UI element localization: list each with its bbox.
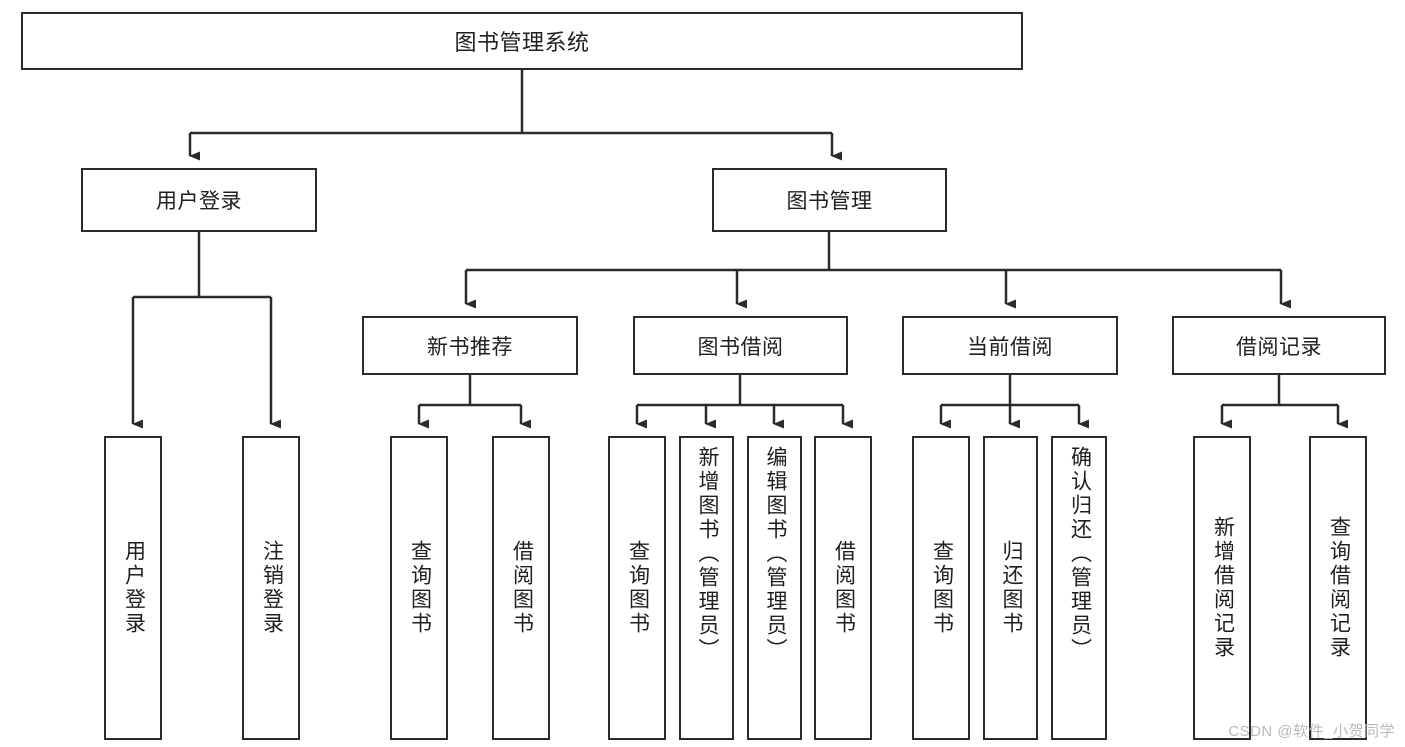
node-leaf-confirm-return[interactable]: 确认归还（管理员） (1051, 436, 1107, 740)
node-current-borrow-label: 当前借阅 (967, 335, 1053, 359)
node-user-login[interactable]: 用户登录 (81, 168, 317, 232)
node-book-manage-label: 图书管理 (786, 190, 873, 213)
node-leaf-borrow-book-1[interactable]: 借阅图书 (492, 436, 550, 740)
node-new-book-recommend-label: 新书推荐 (427, 335, 513, 359)
node-leaf-borrow-book-1-label: 借阅图书 (510, 540, 534, 636)
node-leaf-borrow-book-2[interactable]: 借阅图书 (814, 436, 872, 740)
node-leaf-add-book-label: 新增图书（管理员） (695, 446, 719, 662)
node-leaf-return-book[interactable]: 归还图书 (983, 436, 1038, 740)
node-borrow-records-label: 借阅记录 (1236, 335, 1322, 359)
node-borrow-records[interactable]: 借阅记录 (1172, 316, 1386, 375)
node-leaf-user-login-label: 用户登录 (122, 540, 146, 636)
node-current-borrow[interactable]: 当前借阅 (902, 316, 1118, 375)
node-leaf-query-book-2-label: 查询图书 (626, 540, 650, 636)
node-book-borrow[interactable]: 图书借阅 (633, 316, 848, 375)
node-leaf-confirm-return-label: 确认归还（管理员） (1068, 446, 1092, 662)
node-leaf-query-book-2[interactable]: 查询图书 (608, 436, 666, 740)
node-leaf-user-login[interactable]: 用户登录 (104, 436, 162, 740)
node-book-manage[interactable]: 图书管理 (712, 168, 947, 232)
node-leaf-return-book-label: 归还图书 (999, 540, 1023, 636)
node-leaf-user-logout[interactable]: 注销登录 (242, 436, 300, 740)
node-leaf-add-record-label: 新增借阅记录 (1211, 516, 1235, 660)
node-leaf-add-book[interactable]: 新增图书（管理员） (679, 436, 734, 740)
watermark-text: CSDN @软件_小贺同学 (1228, 723, 1395, 740)
node-new-book-recommend[interactable]: 新书推荐 (362, 316, 578, 375)
node-leaf-query-record[interactable]: 查询借阅记录 (1309, 436, 1367, 740)
node-leaf-query-book-1-label: 查询图书 (408, 540, 432, 636)
node-root-system-label: 图书管理系统 (454, 30, 590, 55)
node-leaf-query-record-label: 查询借阅记录 (1327, 516, 1351, 660)
node-leaf-edit-book[interactable]: 编辑图书（管理员） (747, 436, 802, 740)
node-root-system[interactable]: 图书管理系统 (21, 12, 1023, 70)
node-leaf-borrow-book-2-label: 借阅图书 (832, 540, 856, 636)
node-user-login-label: 用户登录 (156, 190, 242, 213)
node-leaf-add-record[interactable]: 新增借阅记录 (1193, 436, 1251, 740)
node-leaf-query-book-1[interactable]: 查询图书 (390, 436, 448, 740)
node-leaf-query-book-3[interactable]: 查询图书 (912, 436, 970, 740)
node-leaf-user-logout-label: 注销登录 (260, 540, 284, 636)
node-leaf-edit-book-label: 编辑图书（管理员） (763, 446, 787, 662)
node-book-borrow-label: 图书借阅 (697, 335, 784, 359)
node-leaf-query-book-3-label: 查询图书 (930, 540, 954, 636)
